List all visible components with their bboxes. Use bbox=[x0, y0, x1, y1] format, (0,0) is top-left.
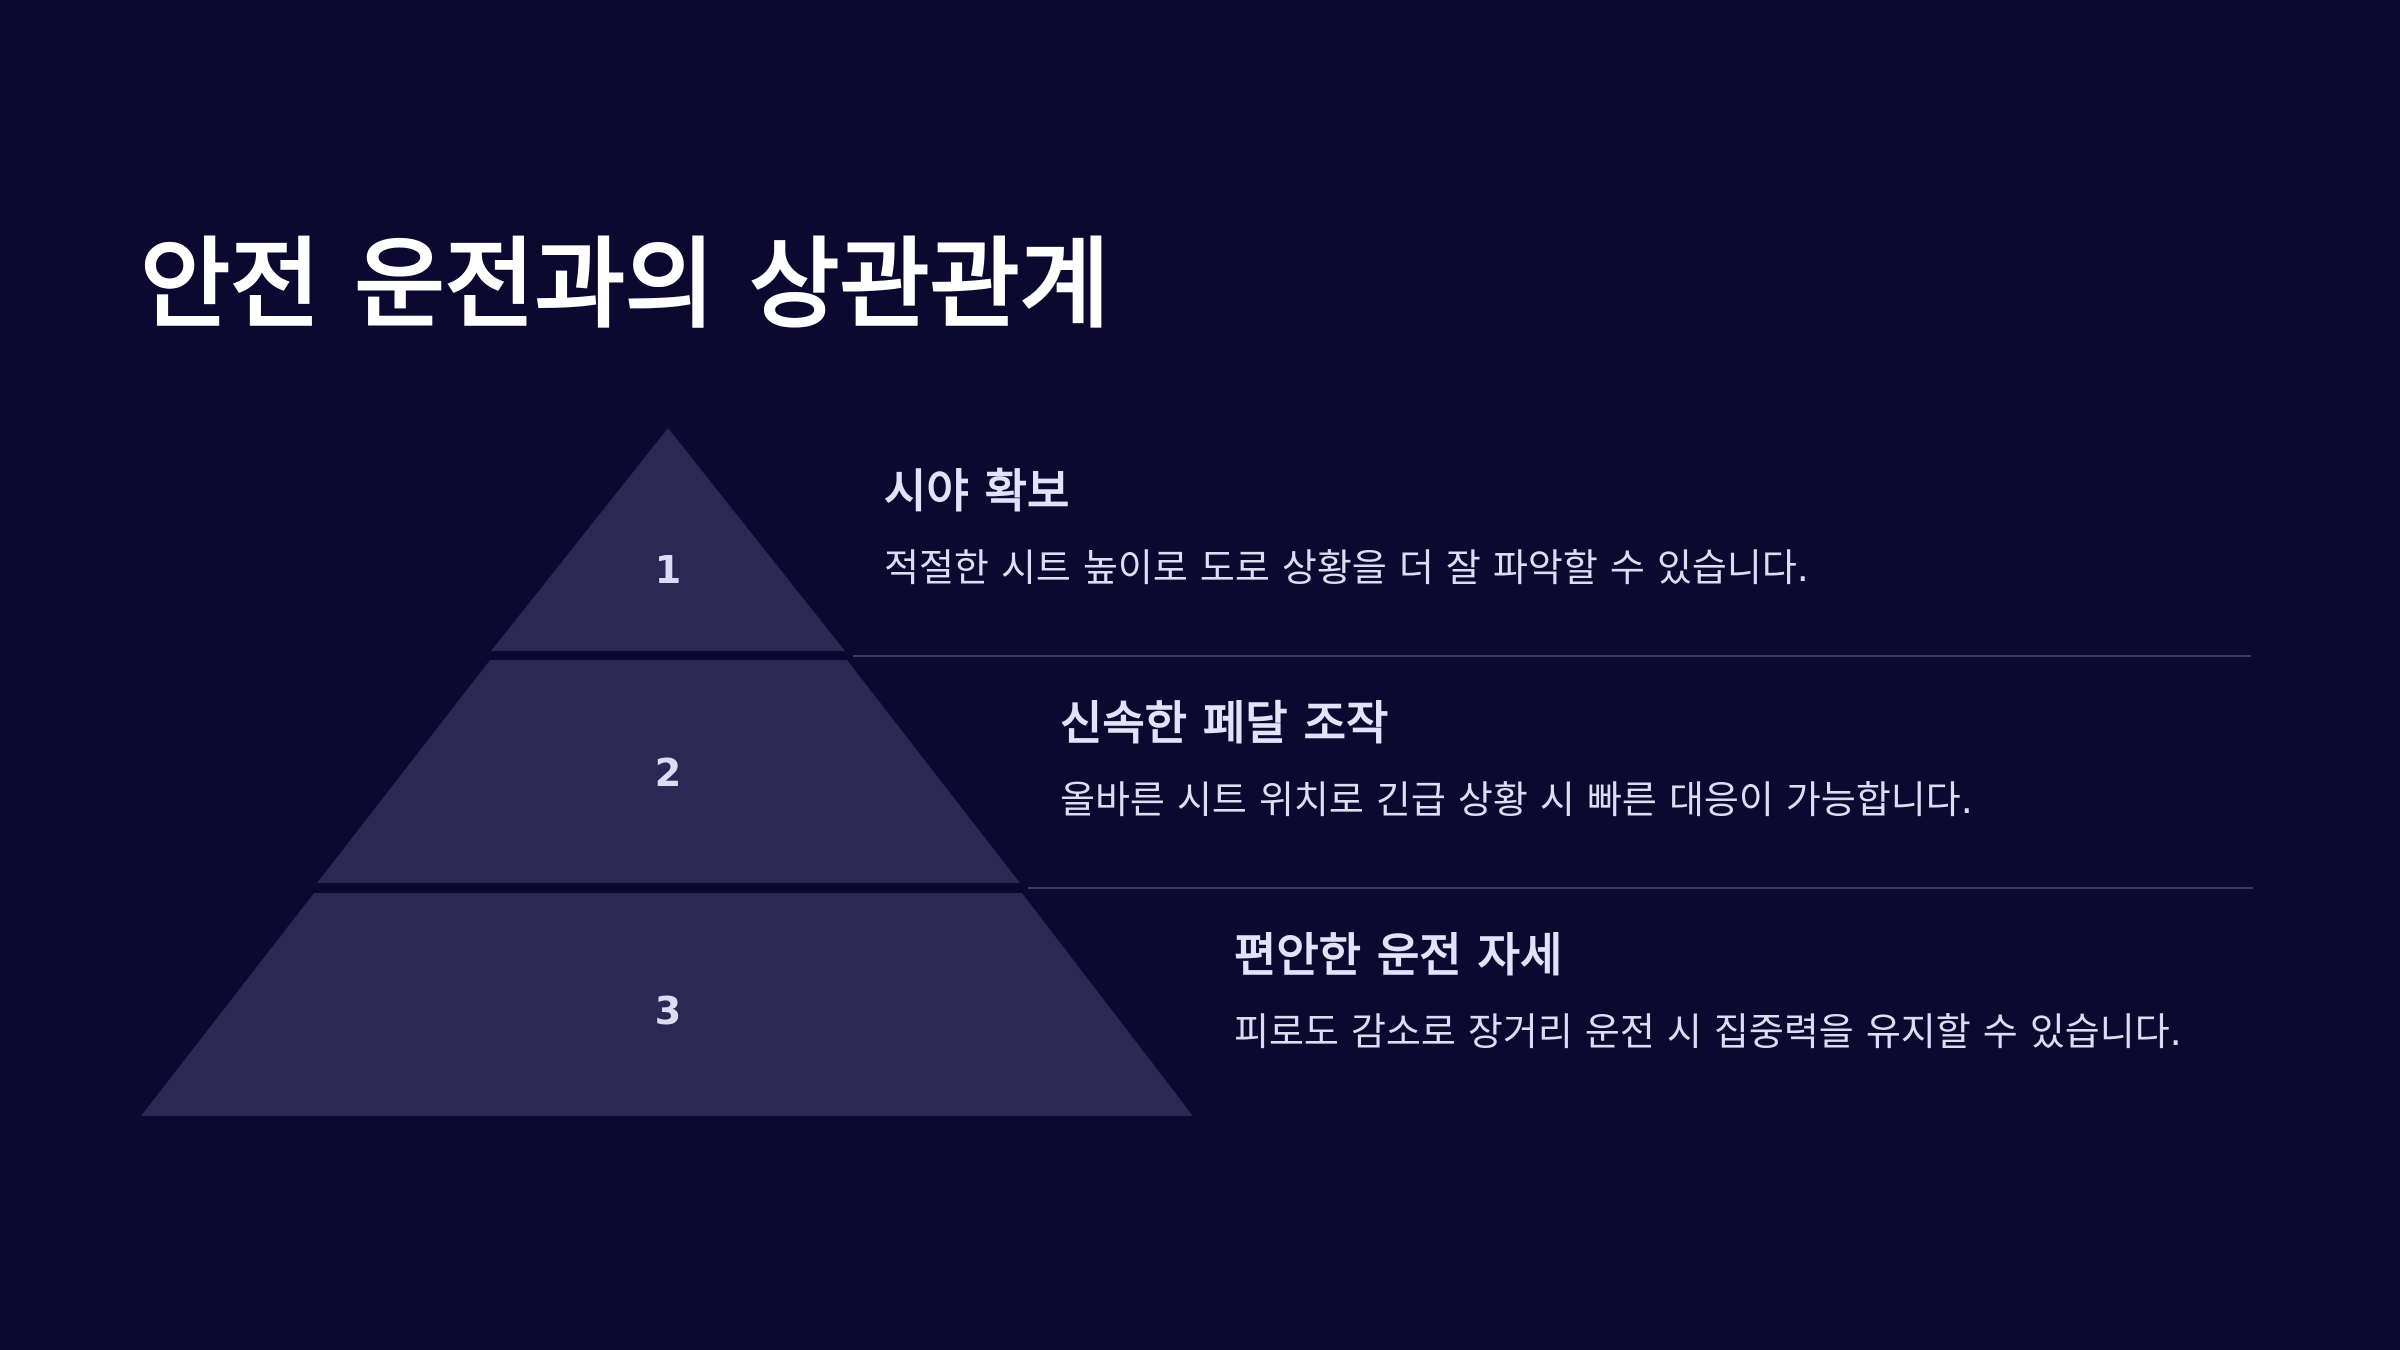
tier-number-3: 3 bbox=[655, 989, 681, 1033]
tier-2-content: 신속한 페달 조작 올바른 시트 위치로 긴급 상황 시 빠른 대응이 가능합니… bbox=[1060, 693, 1973, 825]
tier-1-content: 시야 확보 적절한 시트 높이로 도로 상황을 더 잘 파악할 수 있습니다. bbox=[884, 461, 1809, 593]
tier-2-heading: 신속한 페달 조작 bbox=[1060, 696, 1389, 750]
page-title: 안전 운전과의 상관관계 bbox=[140, 228, 1110, 342]
tier-1-heading: 시야 확보 bbox=[884, 464, 1070, 518]
tier-2-description: 올바른 시트 위치로 긴급 상황 시 빠른 대응이 가능합니다. bbox=[1060, 778, 1973, 822]
tier-3-content: 편안한 운전 자세 피로도 감소로 장거리 운전 시 집중력을 유지할 수 있습… bbox=[1234, 925, 2182, 1057]
pyramid-tier-3 bbox=[141, 893, 1193, 1116]
tier-3-heading: 편안한 운전 자세 bbox=[1234, 928, 1563, 982]
pyramid-tier-2 bbox=[317, 660, 1020, 883]
tier-number-2: 2 bbox=[655, 751, 681, 795]
pyramid-tier-1 bbox=[491, 428, 845, 651]
tier-3-description: 피로도 감소로 장거리 운전 시 집중력을 유지할 수 있습니다. bbox=[1234, 1010, 2182, 1054]
tier-number-1: 1 bbox=[655, 548, 681, 592]
tier-1-description: 적절한 시트 높이로 도로 상황을 더 잘 파악할 수 있습니다. bbox=[884, 546, 1809, 590]
